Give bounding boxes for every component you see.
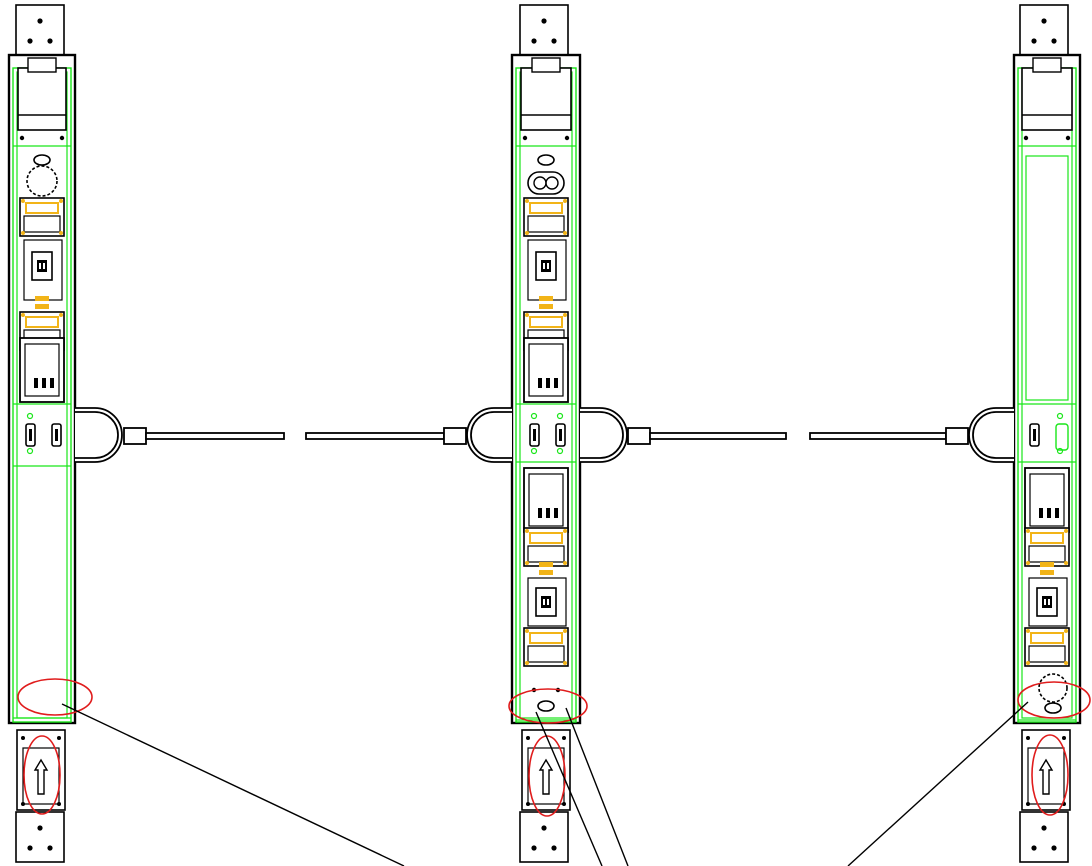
callout-lines: [61, 701, 1029, 866]
highlight-left-arrow: [23, 735, 61, 815]
top-bracket-right: [1019, 4, 1069, 56]
connector-left-middle: [75, 407, 512, 463]
highlight-left-slot: [17, 678, 93, 716]
rail-left: [7, 4, 77, 863]
highlight-middle-slot: [508, 688, 588, 724]
rail-middle: [510, 4, 582, 863]
bottom-bracket-left: [15, 811, 65, 863]
bottom-bracket-middle: [519, 811, 569, 863]
highlight-right-slot: [1017, 681, 1091, 719]
rail-right: [1012, 4, 1082, 863]
highlight-right-arrow: [1031, 734, 1069, 816]
top-bracket-middle: [519, 4, 569, 56]
connector-middle-right: [580, 407, 1014, 463]
top-bracket-left: [15, 4, 65, 56]
bottom-bracket-right: [1019, 811, 1069, 863]
